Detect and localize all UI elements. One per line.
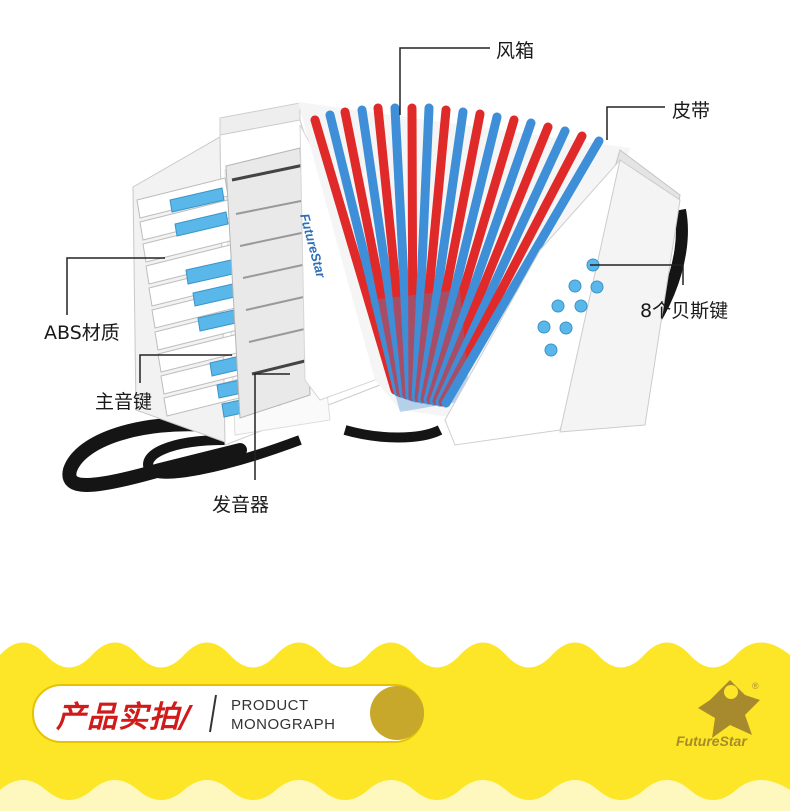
- callout-sound-box: 发音器: [212, 494, 270, 516]
- callout-strap: 皮带: [672, 100, 711, 122]
- callout-bellows: 风箱: [496, 40, 535, 62]
- callout-bass-keys: 8个贝斯键: [640, 300, 729, 322]
- reed-grille: [225, 147, 311, 419]
- keyboard-body: FutureStar: [132, 102, 381, 446]
- callout-lines: [66, 47, 684, 480]
- yellow-wave-bottom: [0, 780, 790, 811]
- bass-body: [444, 149, 681, 446]
- callout-material: ABS材质: [44, 322, 120, 344]
- brand-name: FutureStar: [676, 733, 747, 749]
- banner-subtitle-line1: PRODUCT: [231, 697, 309, 714]
- banner-subtitle-line2: MONOGRAPH: [231, 716, 336, 733]
- bellows-folds: [310, 103, 604, 408]
- title-pill-dot: [370, 686, 424, 740]
- brand-mascot-icon: [698, 680, 760, 738]
- callout-main-keys: 主音键: [95, 391, 153, 413]
- banner-title: 产品实拍/: [56, 700, 192, 735]
- registered-mark: ®: [752, 681, 759, 691]
